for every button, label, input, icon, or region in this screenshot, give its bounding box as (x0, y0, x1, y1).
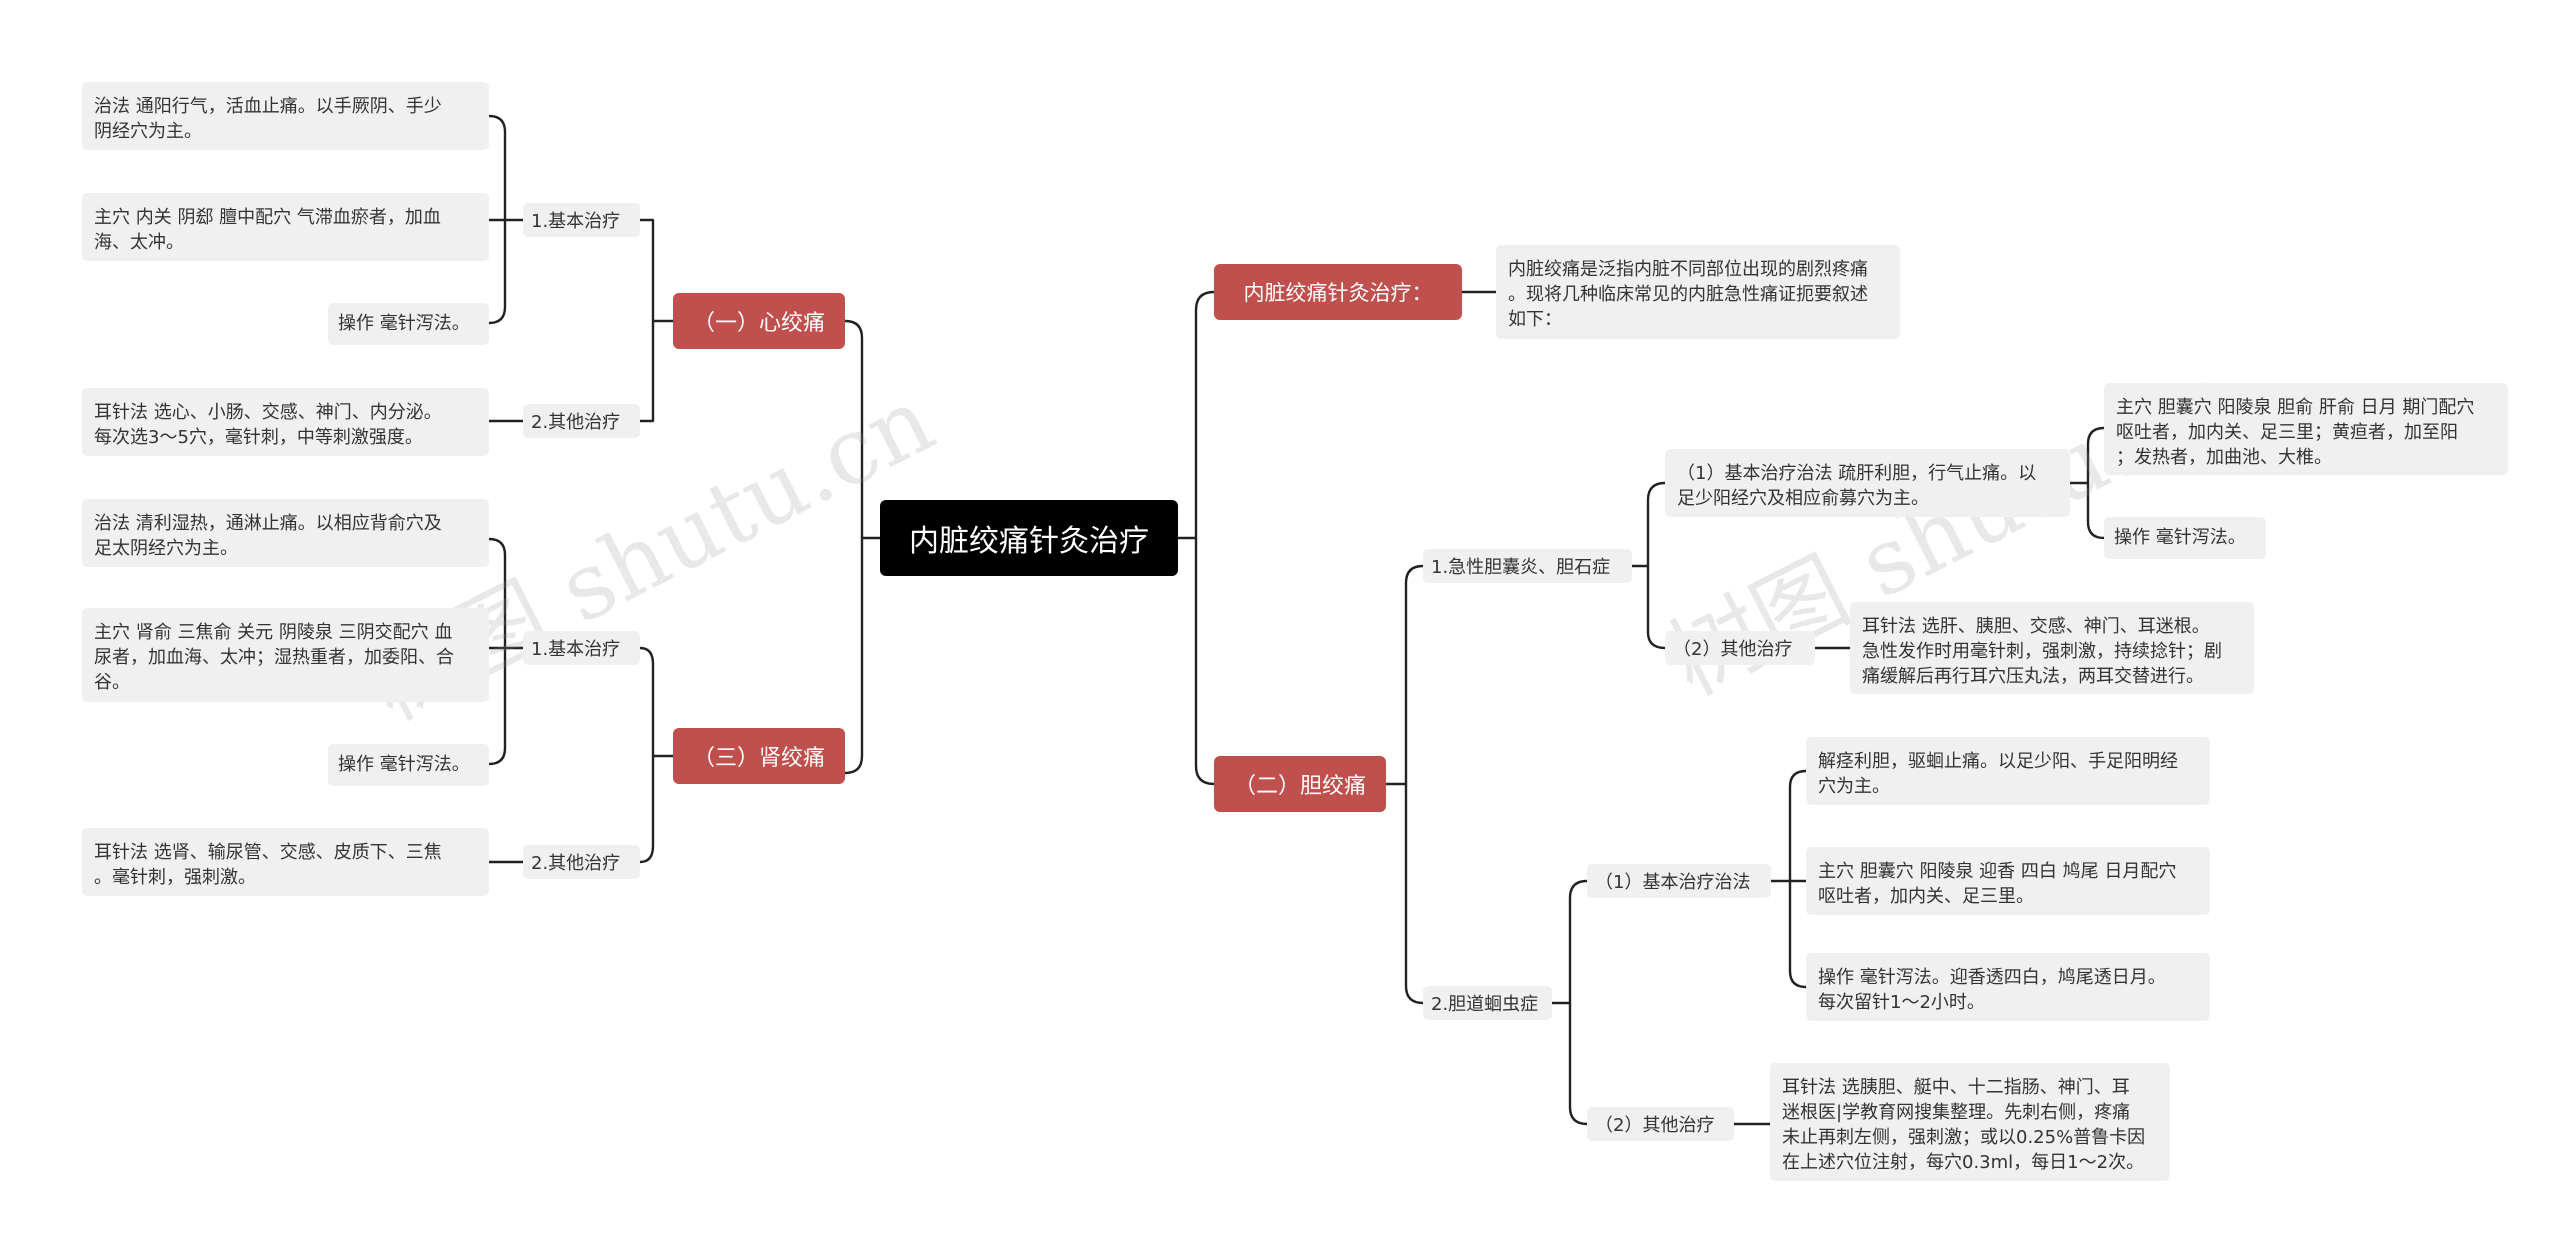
biliary-ascariasis[interactable]: 2.胆道蛔虫症 (1423, 986, 1552, 1020)
heart-basic-operation[interactable]: 操作 毫针泻法。 (328, 303, 489, 345)
kidney-basic-method[interactable]: 治法 清利湿热，通淋止痛。以相应背俞穴及 足太阴经穴为主。 (82, 499, 489, 567)
acute-basic-points[interactable]: 主穴 胆囊穴 阳陵泉 胆俞 肝俞 日月 期门配穴 呕吐者，加内关、足三里；黄疸者… (2104, 383, 2508, 475)
edge-acute-basic (2068, 426, 2106, 540)
edge-ascaris-basic (1769, 769, 1808, 989)
kidney-other-ear[interactable]: 耳针法 选肾、输尿管、交感、皮质下、三焦 。毫针刺，强刺激。 (82, 828, 489, 896)
edge-kidney (638, 646, 675, 864)
ascaris-other-ear[interactable]: 耳针法 选胰胆、艇中、十二指肠、神门、耳 迷根医|学教育网搜集整理。先刺右侧，疼… (1770, 1063, 2170, 1181)
edge-center-right (1176, 290, 1216, 786)
heart-basic-treatment[interactable]: 1.基本治疗 (523, 203, 640, 237)
heart-other-treatment[interactable]: 2.其他治疗 (523, 404, 640, 438)
topic-gall-colic[interactable]: （二）胆绞痛 (1214, 756, 1386, 812)
edge-kidney-basic (487, 537, 525, 766)
kidney-basic-operation[interactable]: 操作 毫针泻法。 (328, 744, 489, 786)
edge-heart (638, 218, 675, 423)
ascaris-basic-method[interactable]: 解痉利胆，驱蛔止痛。以足少阳、手足阳明经 穴为主。 (1806, 737, 2210, 805)
intro-text[interactable]: 内脏绞痛是泛指内脏不同部位出现的剧烈疼痛 。现将几种临床常见的内脏急性痛证扼要叙… (1496, 245, 1900, 339)
kidney-other-treatment[interactable]: 2.其他治疗 (523, 845, 640, 879)
topic-intro[interactable]: 内脏绞痛针灸治疗： (1214, 264, 1462, 320)
edge-acute (1630, 481, 1667, 650)
ascaris-basic-operation[interactable]: 操作 毫针泻法。迎香透四白，鸠尾透日月。 每次留针1～2小时。 (1806, 953, 2210, 1021)
ascaris-basic-treatment[interactable]: （1）基本治疗治法 (1587, 864, 1771, 898)
edge-center-left (843, 319, 882, 775)
acute-basic-operation[interactable]: 操作 毫针泻法。 (2104, 517, 2266, 559)
heart-basic-points[interactable]: 主穴 内关 阴郄 膻中配穴 气滞血瘀者，加血 海、太冲。 (82, 193, 489, 261)
acute-other-treatment[interactable]: （2）其他治疗 (1665, 631, 1815, 665)
ascaris-other-treatment[interactable]: （2）其他治疗 (1587, 1107, 1734, 1141)
edge-heart-basic (487, 114, 525, 325)
center-topic[interactable]: 内脏绞痛针灸治疗 (880, 500, 1178, 576)
topic-kidney-colic[interactable]: （三）肾绞痛 (673, 728, 845, 784)
acute-basic-treatment[interactable]: （1）基本治疗治法 疏肝利胆，行气止痛。以 足少阳经穴及相应俞募穴为主。 (1665, 449, 2070, 517)
edge-gall (1384, 564, 1425, 1005)
ascaris-basic-points[interactable]: 主穴 胆囊穴 阳陵泉 迎香 四白 鸠尾 日月配穴 呕吐者，加内关、足三里。 (1806, 847, 2210, 915)
heart-basic-method[interactable]: 治法 通阳行气，活血止痛。以手厥阴、手少 阴经穴为主。 (82, 82, 489, 150)
topic-heart-angina[interactable]: （一）心绞痛 (673, 293, 845, 349)
acute-other-ear[interactable]: 耳针法 选肝、胰胆、交感、神门、耳迷根。 急性发作时用毫针刺，强刺激，持续捻针；… (1850, 602, 2254, 694)
kidney-basic-treatment[interactable]: 1.基本治疗 (523, 631, 640, 665)
acute-cholecystitis[interactable]: 1.急性胆囊炎、胆石症 (1423, 549, 1632, 583)
edge-ascaris (1550, 879, 1589, 1126)
heart-other-ear[interactable]: 耳针法 选心、小肠、交感、神门、内分泌。 每次选3～5穴，毫针刺，中等刺激强度。 (82, 388, 489, 456)
kidney-basic-points[interactable]: 主穴 肾俞 三焦俞 关元 阴陵泉 三阴交配穴 血 尿者，加血海、太冲；湿热重者，… (82, 608, 489, 702)
